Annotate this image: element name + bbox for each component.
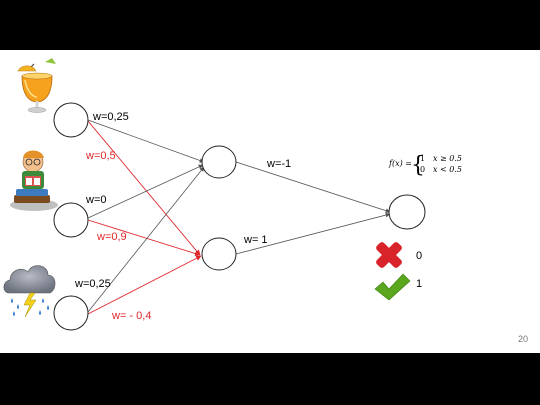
formula-case2-condition: x < 0.5 [433, 165, 462, 174]
student-reading-icon [10, 150, 58, 211]
input-neuron-2 [53, 202, 89, 238]
weight-in2-h1: w=0 [85, 194, 107, 206]
hidden-neuron-2 [201, 237, 237, 271]
storm-cloud-icon [3, 265, 56, 318]
edge-in3-h1 [87, 166, 205, 313]
edge-in1-h2 [87, 120, 201, 256]
weight-in1-h2: w=0,5 [85, 150, 116, 162]
output-value-1: 1 [416, 278, 422, 290]
red-cross-icon [376, 242, 402, 268]
weight-in3-h2: w= - 0,4 [111, 310, 151, 322]
edge-in3-h2 [87, 255, 202, 315]
edge-in1-h1 [87, 119, 205, 163]
weight-in2-h2: w=0,9 [96, 231, 127, 243]
edge-in2-h1 [87, 164, 204, 219]
formula-case2-value: 0 [420, 165, 425, 174]
formula-case1-value: 1 [420, 154, 425, 163]
edge-h1-out [235, 161, 391, 213]
formula-brace: { [411, 153, 425, 178]
weight-h1-out: w=-1 [266, 158, 291, 170]
output-value-0: 0 [416, 250, 422, 262]
weight-in3-h1: w=0,25 [74, 278, 111, 290]
input-neuron-3 [53, 295, 89, 331]
output-neuron [388, 194, 426, 230]
edge-in2-h2 [87, 219, 201, 257]
formula-lhs: f(x) = [388, 159, 412, 168]
formula-case1-condition: x ≥ 0.5 [433, 154, 462, 163]
slide: w=0,25 w=0,5 w=0 w=0,9 w=0,25 w= - 0,4 w… [0, 50, 540, 353]
edge-h2-out [235, 212, 391, 255]
green-checkmark-icon [374, 273, 411, 301]
page-number: 20 [518, 334, 528, 344]
activation-formula: f(x) = { 1 x ≥ 0.5 0 x < 0.5 [388, 153, 462, 178]
neural-network-diagram: w=0,25 w=0,5 w=0 w=0,9 w=0,25 w= - 0,4 w… [3, 58, 528, 344]
weight-h2-out: w= 1 [243, 234, 268, 246]
hidden-neuron-1 [201, 145, 237, 179]
weight-in1-h1: w=0,25 [92, 111, 129, 123]
input-neuron-1 [53, 102, 89, 138]
cocktail-icon [17, 58, 56, 113]
